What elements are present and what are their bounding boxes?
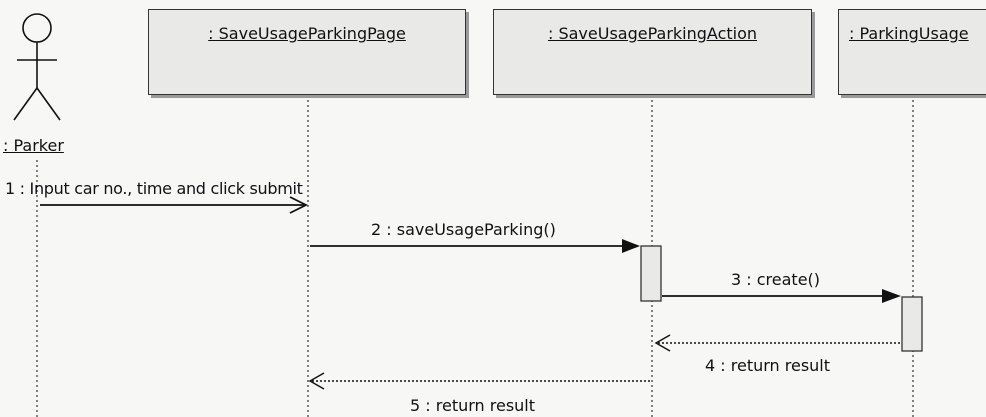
- actor-name: : Parker: [3, 136, 64, 155]
- lifeline-title: : ParkingUsage: [849, 24, 969, 43]
- message-5-arrow: [308, 372, 650, 390]
- message-5-label: 5 : return result: [410, 396, 536, 415]
- lifeline-box-save-usage-parking-action: : SaveUsageParkingAction: [493, 9, 812, 95]
- activation-bar-action: [640, 245, 662, 302]
- lifeline-title: : SaveUsageParkingPage: [208, 24, 406, 43]
- message-4-arrow: [654, 334, 900, 352]
- message-1-arrow: [40, 196, 309, 214]
- message-1-label: 1 : Input car no., time and click submit: [5, 179, 303, 198]
- message-3-arrow: [662, 289, 901, 303]
- lifeline-box-parking-usage: : ParkingUsage: [838, 9, 986, 95]
- message-4-label: 4 : return result: [705, 356, 831, 375]
- lifeline-title: : SaveUsageParkingAction: [547, 24, 758, 43]
- message-3-label: 3 : create(): [731, 270, 821, 289]
- message-2-label: 2 : saveUsageParking(): [371, 220, 556, 239]
- activation-bar-parking-usage: [901, 296, 923, 352]
- lifeline-box-save-usage-parking-page: : SaveUsageParkingPage: [148, 9, 466, 95]
- message-2-arrow: [310, 239, 640, 253]
- actor-icon: [13, 13, 61, 121]
